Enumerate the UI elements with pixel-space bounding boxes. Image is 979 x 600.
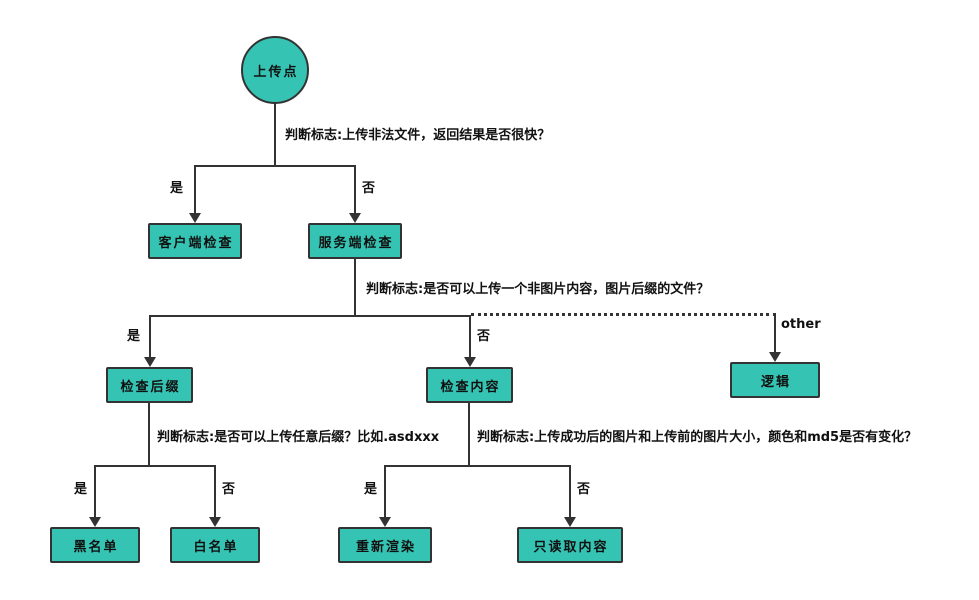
node-client-check: 客户端检查 <box>148 223 242 259</box>
arrowhead-server-check <box>349 213 361 223</box>
question-label-3: 判断标志:是否可以上传任意后缀？比如.asdxxx <box>157 430 440 445</box>
edge-label-yes-1: 是 <box>170 181 184 196</box>
arrowhead-read-content <box>564 517 576 527</box>
connector-branch1-no <box>354 165 356 215</box>
connector-branch2-yes <box>149 315 151 360</box>
edge-label-no-3: 否 <box>222 482 236 497</box>
node-upload-point: 上传点 <box>241 36 309 104</box>
arrowhead-check-content <box>464 357 476 367</box>
connector-branch1-yes <box>194 165 196 215</box>
question-label-1: 判断标志:上传非法文件，返回结果是否很快？ <box>285 128 551 143</box>
connector-branch3-horizontal <box>94 465 216 467</box>
node-read-content-label: 只读取内容 <box>533 539 609 555</box>
connector-branch2-other-dotted <box>471 313 776 316</box>
node-whitelist-label: 白名单 <box>193 539 239 555</box>
arrowhead-blacklist <box>89 517 101 527</box>
node-server-check: 服务端检查 <box>308 223 402 259</box>
arrowhead-logic <box>769 352 781 362</box>
node-whitelist: 白名单 <box>170 527 260 563</box>
node-upload-point-label: 上传点 <box>253 64 299 80</box>
connector-suffix-down <box>148 403 150 466</box>
connector-branch3-no <box>214 465 216 520</box>
connector-branch2-horizontal <box>149 315 471 317</box>
arrowhead-check-suffix <box>144 357 156 367</box>
node-check-suffix: 检查后缀 <box>106 367 193 403</box>
node-check-content: 检查内容 <box>426 367 513 403</box>
edge-label-no-1: 否 <box>362 181 376 196</box>
question-label-2: 判断标志:是否可以上传一个非图片内容，图片后缀的文件？ <box>366 282 710 297</box>
node-rerender-label: 重新渲染 <box>355 539 416 555</box>
node-client-check-label: 客户端检查 <box>158 235 234 251</box>
edge-label-yes-2: 是 <box>127 329 141 344</box>
node-check-content-label: 检查内容 <box>440 379 501 395</box>
connector-branch4-horizontal <box>384 465 571 467</box>
arrowhead-whitelist <box>209 517 221 527</box>
connector-server-down <box>354 259 356 316</box>
node-logic: 逻辑 <box>730 362 820 398</box>
connector-branch4-yes <box>384 465 386 520</box>
connector-branch2-no <box>469 315 471 360</box>
connector-branch4-no <box>569 465 571 520</box>
node-rerender: 重新渲染 <box>338 527 432 563</box>
edge-label-yes-4: 是 <box>364 482 378 497</box>
edge-label-yes-3: 是 <box>74 482 88 497</box>
edge-label-other: other <box>781 317 821 332</box>
node-check-suffix-label: 检查后缀 <box>120 379 181 395</box>
connector-branch3-yes <box>94 465 96 520</box>
node-blacklist-label: 黑名单 <box>73 539 119 555</box>
node-server-check-label: 服务端检查 <box>318 235 394 251</box>
connector-content-down <box>468 403 470 466</box>
node-logic-label: 逻辑 <box>760 374 791 390</box>
edge-label-no-4: 否 <box>577 482 591 497</box>
connector-start-down <box>274 103 276 166</box>
edge-label-no-2: 否 <box>477 329 491 344</box>
arrowhead-rerender <box>379 517 391 527</box>
node-blacklist: 黑名单 <box>50 527 140 563</box>
connector-branch1-horizontal <box>194 165 356 167</box>
connector-branch2-other <box>774 315 776 352</box>
question-label-4: 判断标志:上传成功后的图片和上传前的图片大小，颜色和md5是否有变化？ <box>477 430 918 445</box>
arrowhead-client-check <box>189 213 201 223</box>
node-read-content: 只读取内容 <box>517 527 623 563</box>
